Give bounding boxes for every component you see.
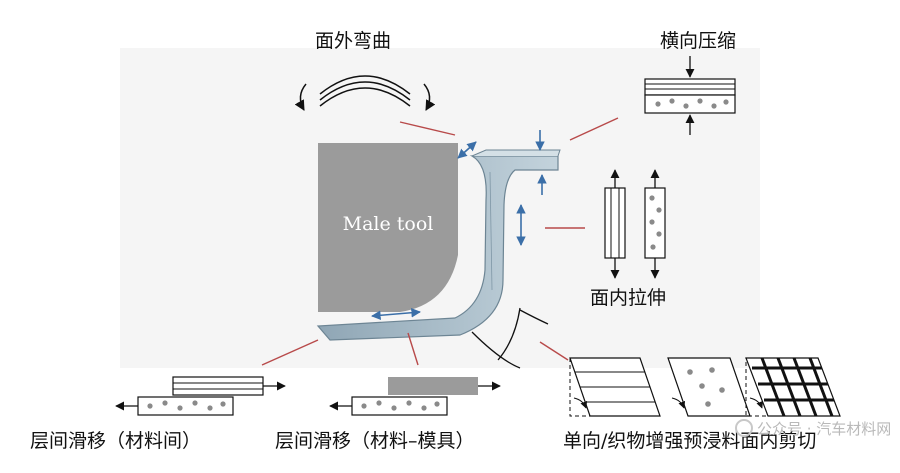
compression-icon <box>644 56 736 135</box>
interlaminar-slip-material-icon <box>115 376 286 416</box>
interlaminar-slip-mold-label: 层间滑移（材料–模具） <box>275 430 475 452</box>
wechat-icon <box>735 419 753 437</box>
watermark-text: 公众号 · 汽车材料网 <box>757 420 892 438</box>
in-plane-shear-label: 单向/织物增强预浸料面内剪切 <box>563 430 817 452</box>
watermark: 公众号 · 汽车材料网 <box>735 418 891 439</box>
deformation-arrows <box>371 130 547 321</box>
shear-curves <box>471 307 549 369</box>
transverse-compression-label: 横向压缩 <box>660 30 737 52</box>
leader-lines <box>261 117 619 366</box>
male-tool <box>318 143 458 312</box>
interlaminar-slip-mold-icon <box>329 377 501 416</box>
laminate-part <box>316 149 561 341</box>
in-plane-shear-icons <box>569 357 841 417</box>
male-tool-label: Male tool <box>342 213 434 235</box>
bending-icon <box>294 75 436 111</box>
tension-icon <box>604 169 666 279</box>
in-plane-tension-label: 面内拉伸 <box>590 287 667 309</box>
interlaminar-slip-material-label: 层间滑移（材料间） <box>30 430 202 452</box>
out-of-plane-bending-label: 面外弯曲 <box>315 30 392 52</box>
